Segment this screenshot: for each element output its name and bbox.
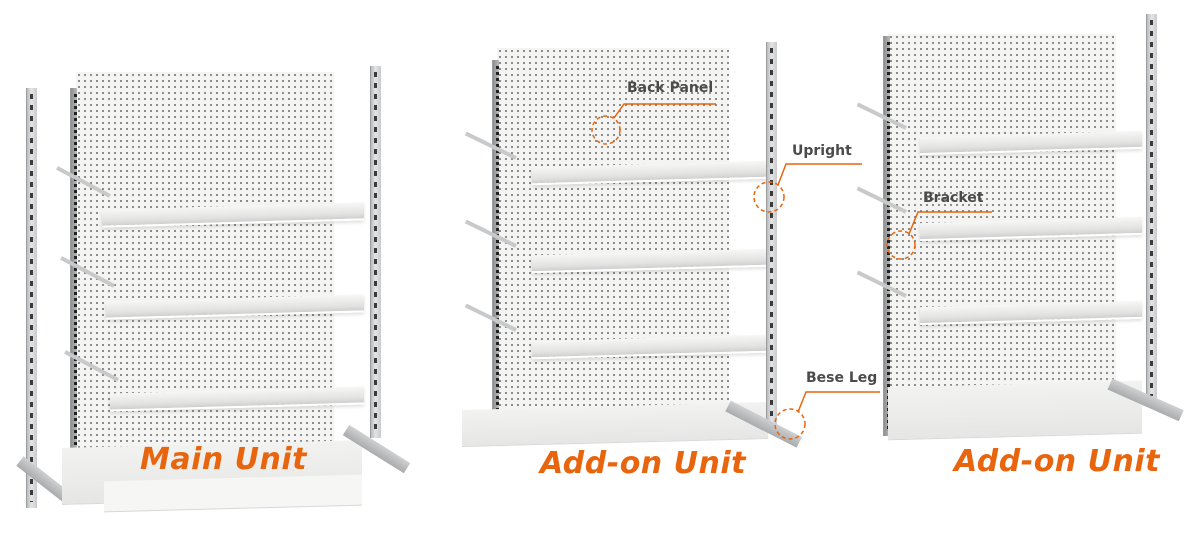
callout-base-leg: Bese Leg bbox=[806, 370, 878, 386]
main-inner-upright bbox=[70, 88, 77, 468]
addon-unit-1: Add-on Unit bbox=[462, 42, 803, 481]
addon2-inner-upright bbox=[883, 36, 890, 436]
addon1-back-panel bbox=[497, 48, 729, 438]
main-unit: Main Unit bbox=[0, 0, 420, 551]
callout-back-panel: Back Panel bbox=[627, 80, 714, 96]
main-right-upright bbox=[370, 66, 381, 438]
main-back-panel bbox=[76, 72, 334, 472]
left-upright bbox=[26, 88, 37, 508]
addon2-right-upright bbox=[1146, 14, 1157, 402]
addon2-unit-label: Add-on Unit bbox=[954, 444, 1160, 479]
callout-bracket: Bracket bbox=[923, 190, 984, 206]
addon1-inner-upright bbox=[492, 60, 499, 440]
addon1-unit-label: Add-on Unit bbox=[540, 446, 746, 481]
main-unit-label: Main Unit bbox=[140, 442, 308, 477]
addon2-base-shelf bbox=[888, 380, 1142, 441]
callout-upright: Upright bbox=[792, 143, 852, 159]
addon1-right-upright bbox=[766, 42, 777, 424]
